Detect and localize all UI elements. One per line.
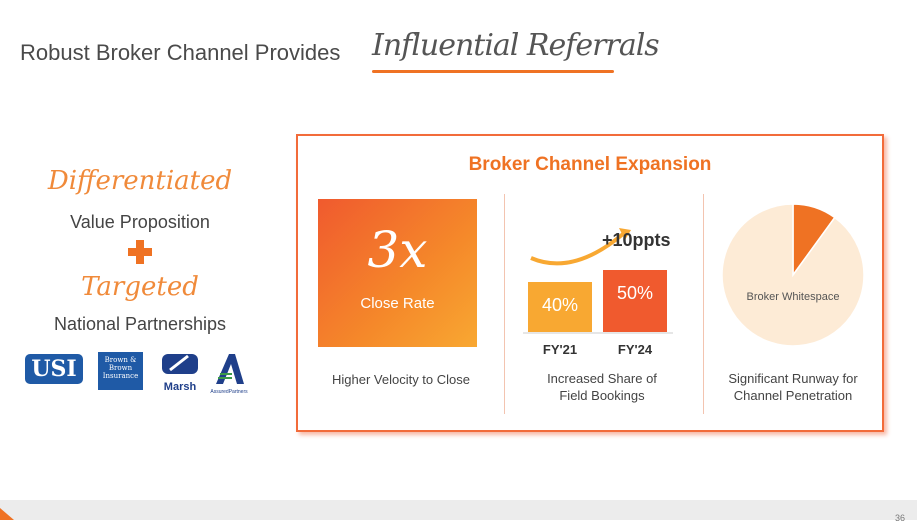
bar-fy21: 40%: [528, 282, 592, 332]
national-partnerships-label: National Partnerships: [53, 314, 227, 334]
x-tick-fy24: FY'24: [617, 342, 653, 357]
caption-line: Increased Share of: [547, 371, 657, 386]
marsh-mark-icon: [162, 354, 198, 374]
value-proposition-label: Value Proposition: [70, 212, 210, 232]
growth-arrow: [530, 232, 625, 266]
close-rate-value: 3x: [367, 221, 428, 279]
panel-title: Broker Channel Expansion: [468, 154, 712, 175]
bookings-bar-chart: [523, 228, 673, 334]
caption-line: Channel Penetration: [733, 388, 853, 403]
differentiated-label: Differentiated: [47, 166, 233, 196]
close-rate-label: Close Rate: [360, 295, 435, 312]
pie-slice-1: [721, 203, 865, 347]
title-underline: [372, 70, 614, 73]
broker-channel-panel: Broker Channel Expansion 3x Close Rate H…: [296, 134, 884, 432]
page-title: Robust Broker Channel Provides: [20, 40, 341, 65]
marsh-logo: Marsh: [160, 352, 200, 393]
arrow-head-icon: [619, 228, 631, 240]
velocity-caption: Higher Velocity to Close: [331, 372, 470, 387]
marsh-text: Marsh: [163, 381, 197, 393]
brown-and-brown-logo: Brown & Brown Insurance: [98, 352, 143, 390]
footer-accent-icon: [0, 508, 14, 520]
delta-label: +10ppts: [602, 230, 671, 250]
footer-bar: [0, 500, 917, 520]
close-rate-tile: 3x Close Rate: [318, 199, 477, 347]
divider: [703, 194, 704, 414]
page-title-script: Influential Referrals: [372, 28, 660, 63]
page-number: 36: [894, 513, 905, 523]
plus-icon: [128, 240, 152, 264]
bar-fy24: 50%: [603, 269, 667, 332]
targeted-label: Targeted: [81, 272, 199, 302]
bookings-caption: Increased Share of Field Bookings: [512, 370, 692, 404]
whitespace-pie-chart: [721, 203, 865, 347]
pie-label: Broker Whitespace: [746, 291, 840, 303]
assuredpartners-text: AssuredPartners: [210, 389, 248, 395]
caption-line: Field Bookings: [559, 388, 645, 403]
assuredpartners-logo: AssuredPartners: [210, 352, 248, 395]
usi-logo: USI: [25, 354, 83, 384]
x-tick-fy21: FY'21: [542, 342, 578, 357]
divider: [504, 194, 505, 414]
caption-line: Significant Runway for: [728, 371, 858, 386]
assuredpartners-mark-icon: [216, 354, 244, 384]
